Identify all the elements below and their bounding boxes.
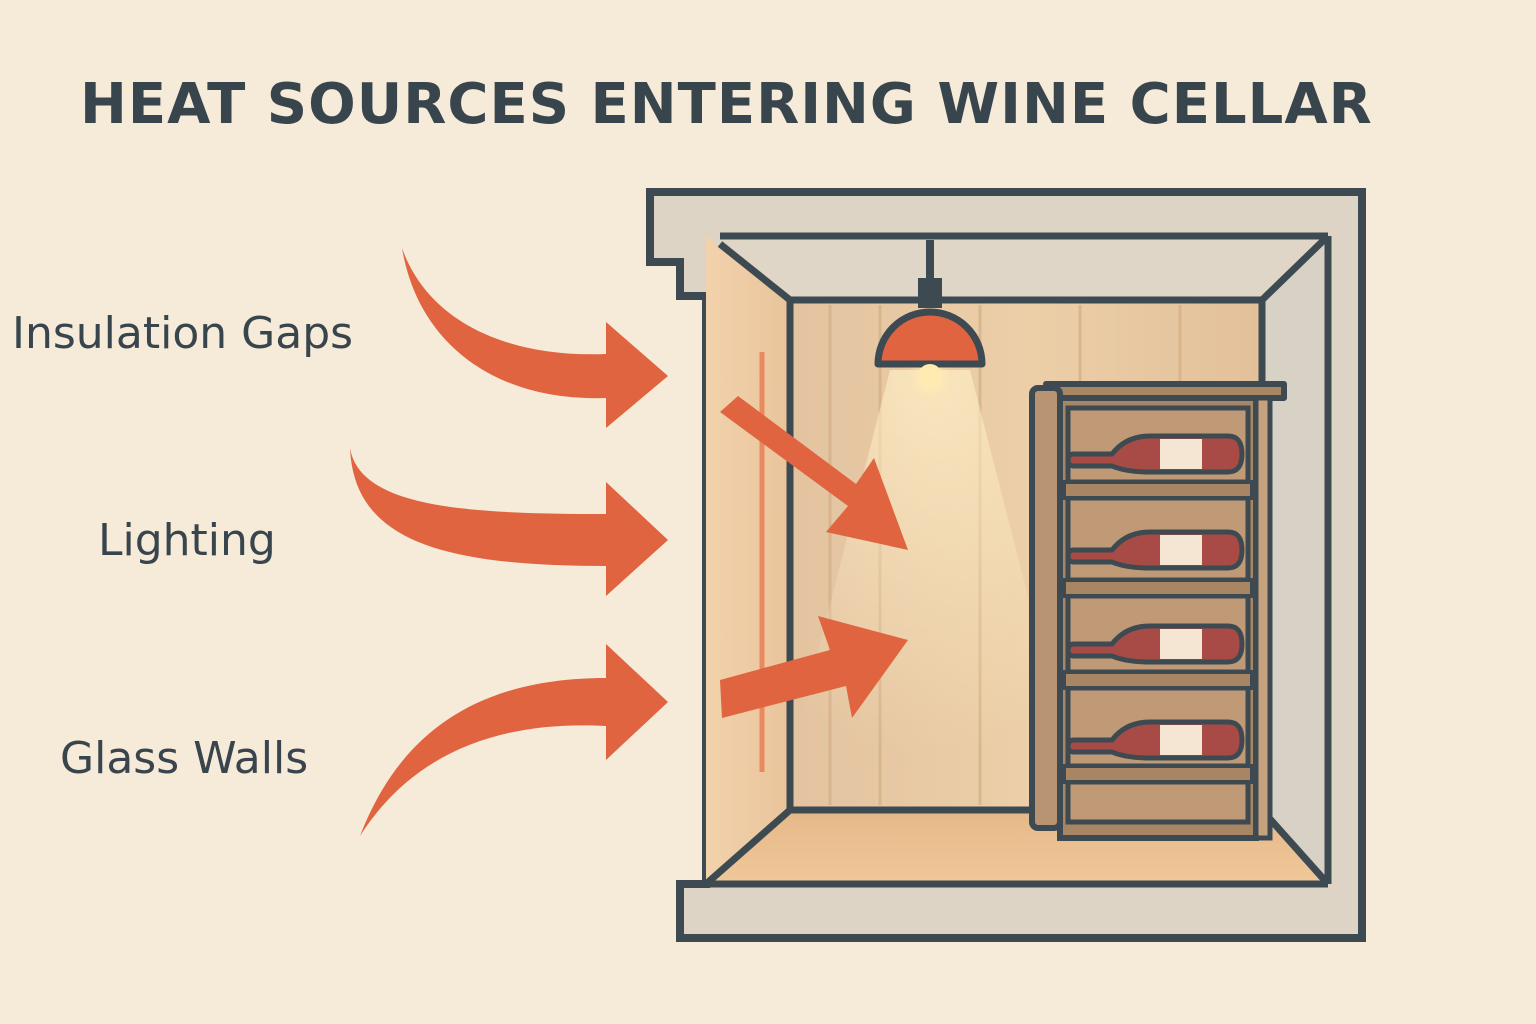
- inner-arrow-icon-lower: [720, 616, 908, 718]
- wine-bottle-icon: [1065, 623, 1245, 665]
- external-heat-arrows: [350, 248, 668, 836]
- curved-arrow-icon-lighting: [350, 448, 668, 596]
- diagram-title: HEAT SOURCES ENTERING WINE CELLAR: [80, 72, 1373, 137]
- label-insulation-gaps: Insulation Gaps: [12, 308, 354, 359]
- pendant-lamp-icon: [874, 240, 986, 402]
- inner-arrow-icon-upper: [720, 396, 908, 550]
- internal-heat-arrows: [720, 396, 908, 718]
- label-lighting: Lighting: [98, 515, 276, 566]
- wine-bottles: [1065, 433, 1245, 761]
- curved-arrow-icon-glass-walls: [360, 644, 668, 836]
- wine-bottle-icon: [1065, 433, 1245, 475]
- wine-bottle-icon: [1065, 529, 1245, 571]
- curved-arrow-icon-insulation: [402, 248, 668, 428]
- wine-bottle-icon: [1065, 719, 1245, 761]
- label-glass-walls: Glass Walls: [60, 733, 309, 784]
